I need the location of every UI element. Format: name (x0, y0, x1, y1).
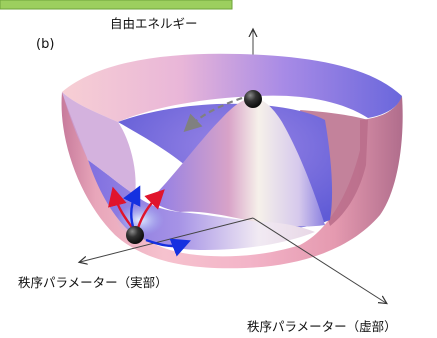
real-axis (80, 217, 254, 262)
imaginary-axis (252, 217, 386, 303)
blue-arrow-down (145, 238, 191, 257)
central-hump (150, 98, 325, 227)
dashed-roll-arrow (183, 96, 243, 133)
real-axis-label: 秩序パラメーター（実部） (18, 275, 168, 290)
free-energy-axis-label: 自由エネルギー (110, 16, 198, 31)
ball-top (244, 90, 262, 108)
bowl-inner-surface (62, 53, 402, 122)
panel-label: (b) (36, 37, 54, 52)
bowl-left-inner-wall (62, 92, 136, 195)
header-bar (0, 0, 233, 10)
imaginary-axis-label: 秩序パラメーター（虚部） (247, 319, 397, 334)
ball-well (126, 226, 144, 244)
red-arrow-right (136, 189, 165, 229)
